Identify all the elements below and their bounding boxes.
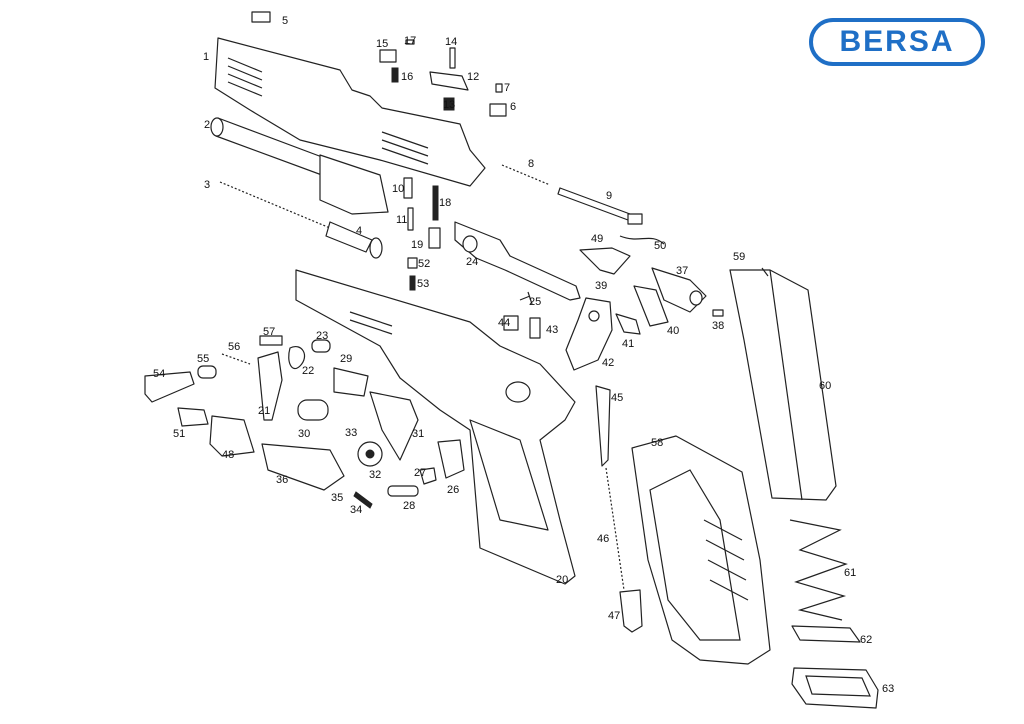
callout-47: 47 bbox=[608, 610, 620, 622]
callout-8: 8 bbox=[528, 158, 534, 170]
callout-6: 6 bbox=[510, 101, 516, 113]
callout-21: 21 bbox=[258, 405, 270, 417]
callout-60: 60 bbox=[819, 380, 831, 392]
callout-62: 62 bbox=[860, 634, 872, 646]
part-magazine-spring bbox=[789, 519, 861, 643]
callout-14: 14 bbox=[445, 36, 457, 48]
callout-2: 2 bbox=[204, 119, 210, 131]
part-firing-pin bbox=[501, 164, 643, 225]
callout-45: 45 bbox=[611, 392, 623, 404]
callout-50: 50 bbox=[654, 240, 666, 252]
callout-24: 24 bbox=[466, 256, 478, 268]
callout-54: 54 bbox=[153, 368, 165, 380]
callout-35: 35 bbox=[331, 492, 343, 504]
callout-13: 13 bbox=[443, 99, 455, 111]
callout-52: 52 bbox=[418, 258, 430, 270]
callout-33: 33 bbox=[345, 427, 357, 439]
callout-51: 51 bbox=[173, 428, 185, 440]
callout-17: 17 bbox=[404, 35, 416, 47]
brand-logo: BERSA bbox=[839, 25, 955, 58]
callout-36: 36 bbox=[276, 474, 288, 486]
callout-56: 56 bbox=[228, 341, 240, 353]
callout-27: 27 bbox=[414, 467, 426, 479]
callout-41: 41 bbox=[622, 338, 634, 350]
callout-37: 37 bbox=[676, 265, 688, 277]
callout-38: 38 bbox=[712, 320, 724, 332]
callout-23: 23 bbox=[316, 330, 328, 342]
callout-1: 1 bbox=[203, 51, 209, 63]
callout-42: 42 bbox=[602, 357, 614, 369]
callout-57: 57 bbox=[263, 326, 275, 338]
brand-logo-frame bbox=[809, 18, 985, 66]
callout-63: 63 bbox=[882, 683, 894, 695]
callout-40: 40 bbox=[667, 325, 679, 337]
callout-48: 48 bbox=[222, 449, 234, 461]
part-trigger-bar bbox=[454, 221, 581, 301]
callout-15: 15 bbox=[376, 38, 388, 50]
callout-3: 3 bbox=[204, 179, 210, 191]
callout-4: 4 bbox=[356, 225, 362, 237]
callout-10: 10 bbox=[392, 183, 404, 195]
callout-58: 58 bbox=[651, 437, 663, 449]
callout-43: 43 bbox=[546, 324, 558, 336]
part-barrel bbox=[210, 117, 389, 215]
part-mainspring bbox=[595, 385, 643, 633]
callout-31: 31 bbox=[412, 428, 424, 440]
callout-20: 20 bbox=[556, 574, 568, 586]
callout-12: 12 bbox=[467, 71, 479, 83]
callout-53: 53 bbox=[417, 278, 429, 290]
part-sear bbox=[503, 235, 724, 339]
callout-29: 29 bbox=[340, 353, 352, 365]
callout-30: 30 bbox=[298, 428, 310, 440]
callout-25: 25 bbox=[529, 296, 541, 308]
part-hammer bbox=[565, 247, 631, 371]
callout-34: 34 bbox=[350, 504, 362, 516]
callout-18: 18 bbox=[439, 197, 451, 209]
callout-19: 19 bbox=[411, 239, 423, 251]
callout-55: 55 bbox=[197, 353, 209, 365]
callout-5: 5 bbox=[282, 15, 288, 27]
part-slide-stop bbox=[144, 335, 465, 509]
part-grip-panel bbox=[631, 435, 771, 665]
callout-labels: 1 2 3 4 5 6 7 8 9 10 11 12 13 14 15 16 1… bbox=[153, 15, 894, 695]
callout-39: 39 bbox=[595, 280, 607, 292]
callout-49: 49 bbox=[591, 233, 603, 245]
part-recoil-spring bbox=[219, 181, 383, 259]
part-small-pins bbox=[379, 39, 507, 291]
callout-22: 22 bbox=[302, 365, 314, 377]
callout-59: 59 bbox=[733, 251, 745, 263]
callout-46: 46 bbox=[597, 533, 609, 545]
callout-26: 26 bbox=[447, 484, 459, 496]
callout-9: 9 bbox=[606, 190, 612, 202]
callout-7: 7 bbox=[504, 82, 510, 94]
callout-44: 44 bbox=[498, 317, 510, 329]
part-magazine-base bbox=[791, 667, 879, 709]
callout-28: 28 bbox=[403, 500, 415, 512]
part-magazine bbox=[729, 267, 837, 501]
part-frame bbox=[295, 269, 576, 585]
part-slide bbox=[214, 11, 486, 187]
callout-61: 61 bbox=[844, 567, 856, 579]
callout-32: 32 bbox=[369, 469, 381, 481]
callout-16: 16 bbox=[401, 71, 413, 83]
callout-11: 11 bbox=[396, 214, 407, 226]
